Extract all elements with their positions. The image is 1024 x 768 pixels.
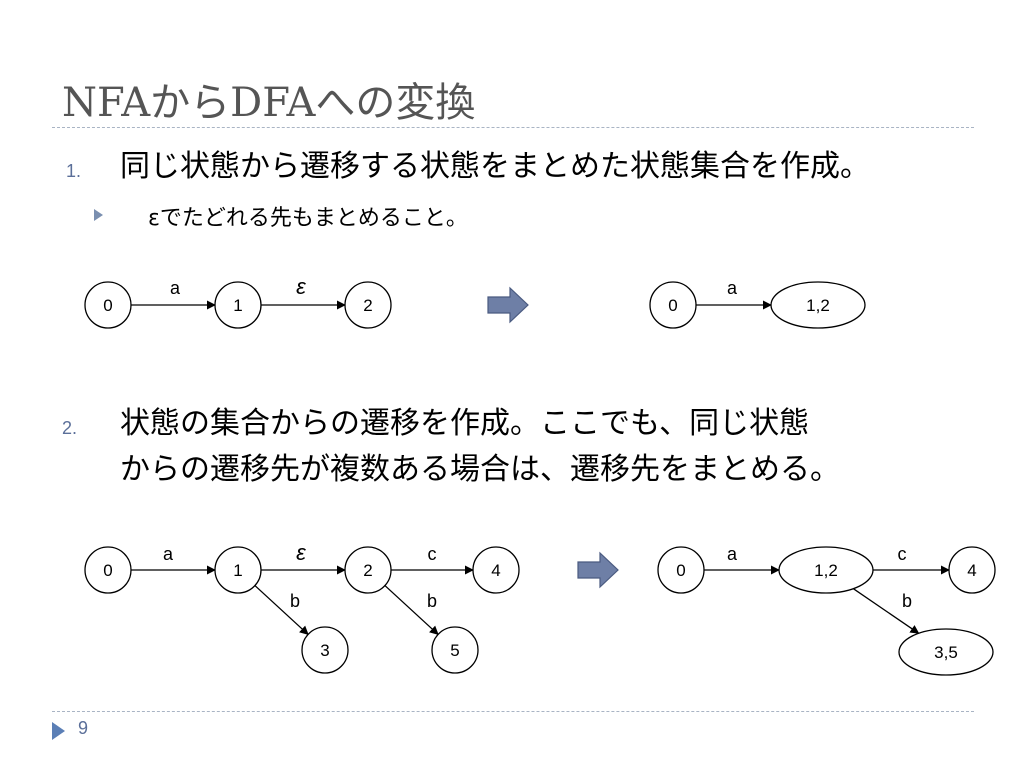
state-node-5 [431, 626, 479, 674]
state-node-4 [948, 546, 996, 594]
state-node-0 [84, 546, 132, 594]
transition-arrow-1-3 [254, 585, 309, 636]
transition-label-0-1-2: a [727, 278, 738, 298]
transition-label-2-4: c [428, 544, 437, 564]
state-node-0 [84, 281, 132, 329]
state-label-2: 2 [363, 296, 372, 315]
state-label-3: 3 [320, 641, 329, 660]
item-1-text: 同じ状態から遷移する状態をまとめた状態集合を作成。 [120, 149, 870, 184]
conversion-arrow-2-icon [577, 551, 619, 589]
state-label-1: 1 [233, 561, 242, 580]
bullet-arrow-icon [94, 209, 103, 221]
transition-arrow-1-2-3-5 [852, 588, 920, 634]
transition-label-1-2: ε [296, 540, 306, 565]
diagram-2-nfa: a ε c b b 0 1 2 4 3 5 [84, 540, 520, 674]
state-label-4: 4 [491, 561, 500, 580]
state-label-5: 5 [450, 641, 459, 660]
state-node-0 [657, 546, 705, 594]
state-label-1-2: 1,2 [806, 296, 830, 315]
title-divider [52, 127, 974, 128]
transition-label-1-3: b [290, 591, 300, 611]
state-label-0: 0 [103, 561, 112, 580]
diagram-2-dfa: a c b 0 1,2 4 3,5 [657, 544, 996, 676]
state-label-1-2: 1,2 [814, 561, 838, 580]
item-2-text-line-2: からの遷移先が複数ある場合は、遷移先をまとめる。 [120, 452, 840, 487]
state-node-1-2 [770, 281, 866, 329]
transition-arrow-2-5 [384, 585, 439, 636]
item-2-text-line-1: 状態の集合からの遷移を作成。ここでも、同じ状態 [120, 406, 810, 441]
diagram-1-dfa: a 0 1,2 [649, 278, 866, 329]
state-label-1: 1 [233, 296, 242, 315]
state-node-4 [472, 546, 520, 594]
state-node-1 [214, 546, 262, 594]
state-node-1 [214, 281, 262, 329]
transition-label-0-1: a [163, 544, 174, 564]
state-node-1-2 [778, 546, 874, 594]
state-label-3-5: 3,5 [934, 643, 958, 662]
state-node-0 [649, 281, 697, 329]
item-1-number: 1. [66, 161, 82, 181]
conversion-arrow-1-icon [487, 286, 529, 324]
transition-label-1-2-4: c [898, 544, 907, 564]
state-node-2 [344, 546, 392, 594]
footer-divider [52, 711, 974, 712]
state-label-0: 0 [676, 561, 685, 580]
state-node-2 [344, 281, 392, 329]
slide-title: NFAからDFAへの変換 [62, 80, 476, 126]
sub-item-1: εでたどれる先もまとめること。 [148, 206, 468, 231]
page-number: 9 [78, 718, 89, 738]
footer-triangle-icon [52, 722, 65, 740]
state-node-3-5 [898, 628, 994, 676]
state-label-2: 2 [363, 561, 372, 580]
state-node-3 [301, 626, 349, 674]
item-2-number: 2. [62, 418, 78, 438]
state-label-4: 4 [967, 561, 976, 580]
state-label-0: 0 [103, 296, 112, 315]
transition-label-1-2: ε [296, 274, 306, 299]
diagram-1-nfa: a ε 0 1 2 [84, 274, 392, 329]
transition-label-0-1-2: a [727, 544, 738, 564]
transition-label-1-2-3-5: b [902, 591, 912, 611]
conversion-arrows [487, 286, 619, 589]
transition-label-0-1: a [170, 278, 181, 298]
transition-label-2-5: b [427, 591, 437, 611]
state-label-0: 0 [668, 296, 677, 315]
